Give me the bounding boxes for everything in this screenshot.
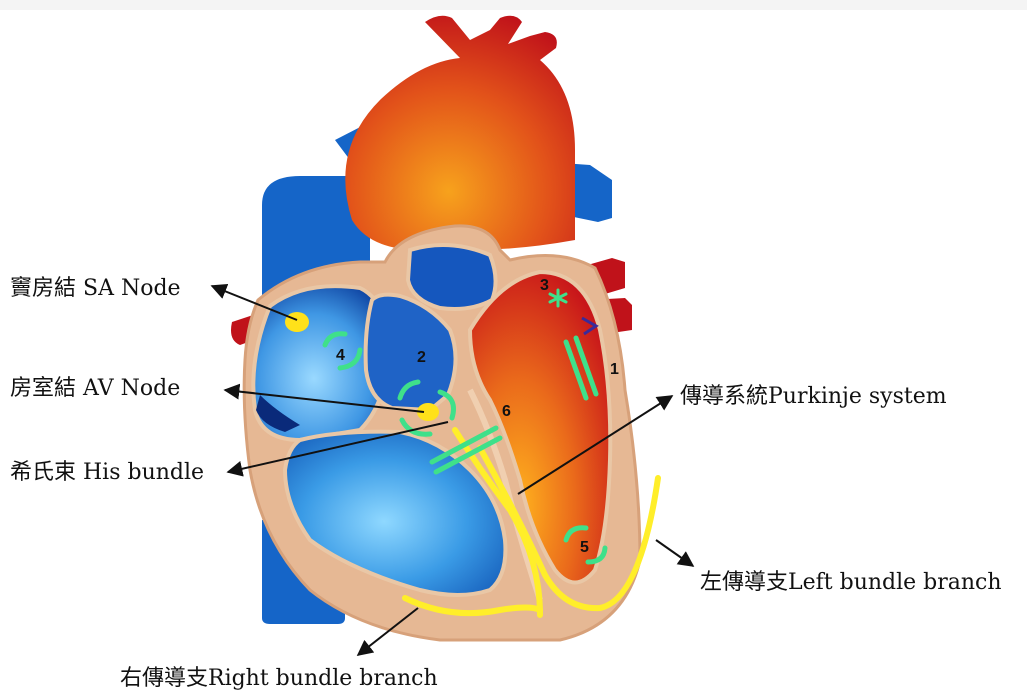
- sa-node: [285, 312, 309, 332]
- label-purkinje: 傳導系統Purkinje system: [680, 386, 947, 408]
- label-left-bundle-branch: 左傳導支Left bundle branch: [700, 572, 1002, 594]
- marker-6: 6: [502, 403, 511, 420]
- label-right-bundle-branch: 右傳導支Right bundle branch: [120, 668, 438, 690]
- label-his-bundle: 希氏束 His bundle: [10, 462, 204, 484]
- marker-1: 1: [610, 361, 619, 378]
- pulmonary-trunk: [408, 245, 496, 309]
- marker-4: 4: [336, 347, 345, 364]
- aorta: [345, 16, 575, 250]
- left-branch-arrow: [656, 540, 693, 566]
- top-strip: [0, 0, 1027, 10]
- marker-3: 3: [540, 277, 549, 294]
- marker-5: 5: [580, 539, 589, 556]
- marker-2: 2: [417, 349, 426, 366]
- label-sa-node: 竇房結 SA Node: [10, 278, 181, 300]
- label-av-node: 房室結 AV Node: [10, 378, 180, 400]
